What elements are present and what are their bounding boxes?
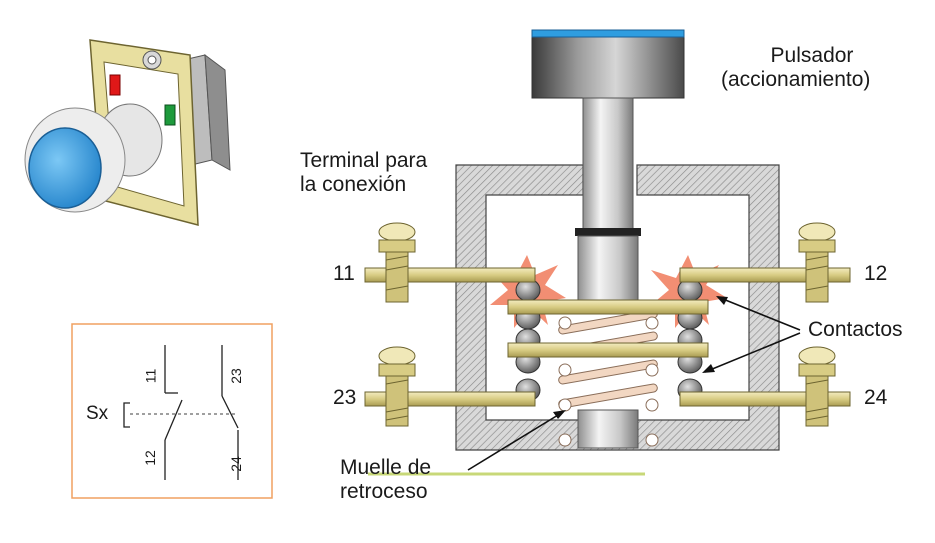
- muelle-line1: Muelle de: [340, 456, 432, 479]
- moving-bridge-nc: [507, 299, 709, 315]
- terminal-screws: [378, 222, 836, 427]
- symbol-frame: [71, 323, 273, 499]
- screw-23: [378, 346, 416, 427]
- symbol-nc-top-wrap: 11: [138, 368, 162, 384]
- terminal-number-12: 12: [864, 262, 888, 285]
- terminal-line2: la conexión: [300, 173, 407, 196]
- pulsador-line2: (accionamiento): [721, 68, 871, 91]
- symbol-nc-top: 11: [141, 368, 158, 384]
- symbol-no-bottom: 24: [227, 456, 244, 472]
- terminal-line1: Terminal para: [300, 149, 428, 172]
- symbol-device-label: Sx: [86, 403, 109, 424]
- leader-arrows: [467, 296, 801, 471]
- actuator: [531, 29, 685, 309]
- arrow-contactos-2: [704, 332, 801, 373]
- terminal-number-24: 24: [864, 386, 888, 409]
- screw-24: [798, 346, 836, 427]
- pulsador-line1: Pulsador: [770, 44, 854, 67]
- terminal-number-23: 23: [333, 386, 357, 409]
- shaft-base: [577, 409, 639, 449]
- pulsador-label: Pulsador: [757, 44, 867, 68]
- arrow-contactos-1: [717, 296, 801, 331]
- symbol-no-bottom-wrap: 24: [224, 456, 248, 472]
- terminal-number-11: 11: [333, 262, 355, 285]
- blue-button-face: [28, 127, 102, 209]
- arrow-muelle: [467, 411, 564, 471]
- electrical-symbol: [71, 323, 273, 499]
- pushbutton-3d-illustration: [24, 39, 231, 226]
- symbol-no-top-wrap: 23: [224, 368, 248, 384]
- muelle-line2: retroceso: [340, 480, 428, 503]
- symbol-no-top: 23: [227, 368, 244, 384]
- contactos-label: Contactos: [808, 318, 903, 341]
- symbol-nc-bottom-wrap: 12: [138, 450, 162, 466]
- screw-12: [798, 222, 836, 303]
- symbol-nc-bottom: 12: [141, 450, 158, 466]
- screw-11: [378, 222, 416, 303]
- moving-bridge-no: [507, 342, 709, 358]
